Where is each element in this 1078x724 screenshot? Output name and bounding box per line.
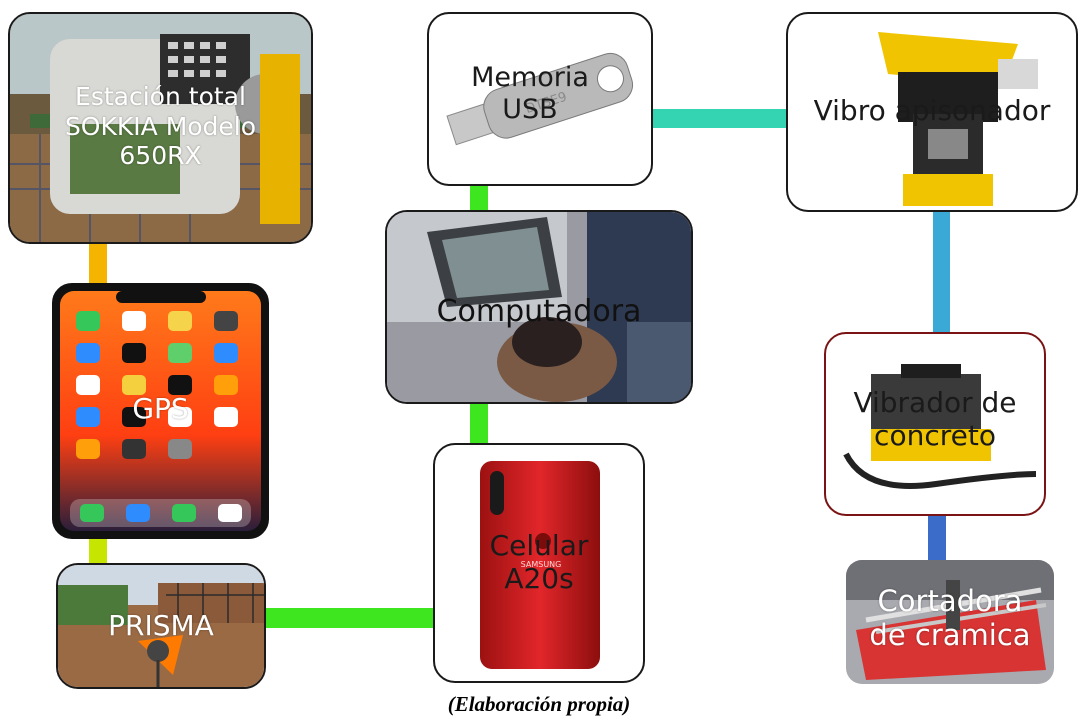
connector-vibrador-cortadora — [928, 514, 946, 560]
connector-vibro-vibrador — [933, 210, 950, 334]
node-prisma: PRISMA — [56, 563, 266, 689]
computer-photo — [387, 212, 691, 402]
connector-prisma-celular — [265, 608, 435, 628]
connector-memoria-computadora — [470, 183, 488, 213]
node-gps: GPS — [52, 283, 269, 539]
node-gps-label: GPS — [132, 392, 189, 425]
connector-memoria-vibro — [652, 109, 788, 128]
rammer-photo — [878, 32, 1038, 206]
node-cortadora-label: Cortadora de cramica — [869, 584, 1031, 653]
node-estacion-total: Estación total SOKKIA Modelo 650RX — [8, 12, 313, 244]
phone-brand-text: SAMSUNG — [521, 560, 562, 569]
node-vibrador-concreto-label: Vibrador de concreto — [853, 386, 1017, 453]
node-memoria-usb-label: Memoria USB — [471, 62, 589, 125]
node-memoria-usb: DTSE9 Memoria USB — [427, 12, 653, 186]
total-station-photo — [10, 14, 311, 242]
smartphone-photo — [60, 291, 261, 531]
connector-computadora-celular — [470, 402, 488, 444]
figure-caption: (Elaboración propia) — [447, 692, 631, 716]
node-cortadora: Cortadora de cramica — [846, 560, 1054, 684]
red-phone-photo: SAMSUNG — [480, 461, 600, 669]
prism-photo — [58, 565, 264, 687]
node-vibro-apisonador-label: Vibro apisonador — [813, 94, 1051, 127]
connector-gps-prisma — [89, 536, 107, 566]
usb-drive-photo: DTSE9 — [446, 52, 634, 146]
tile-cutter-photo — [846, 560, 1054, 684]
concrete-vibrator-photo — [843, 364, 1037, 489]
node-computadora-label: Computadora — [436, 294, 642, 329]
node-estacion-total-label: Estación total SOKKIA Modelo 650RX — [64, 82, 257, 170]
node-vibro-apisonador: Vibro apisonador — [786, 12, 1078, 212]
node-celular: SAMSUNG Celular A20s — [433, 443, 645, 683]
node-computadora: Computadora — [385, 210, 693, 404]
node-vibrador-concreto: Vibrador de concreto — [824, 332, 1046, 516]
node-celular-label: Celular A20s — [489, 529, 589, 596]
connector-estacion-gps — [89, 240, 107, 286]
node-prisma-label: PRISMA — [108, 609, 214, 642]
